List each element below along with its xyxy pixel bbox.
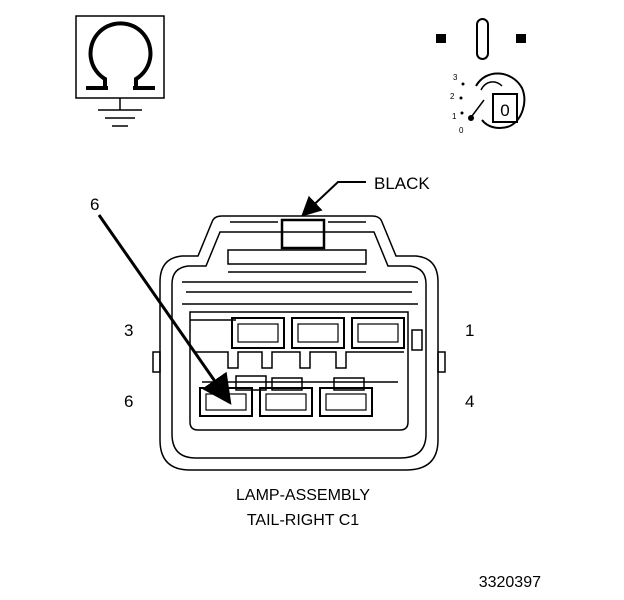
- terminal-row-bottom: [199, 387, 373, 417]
- connector-body: [152, 215, 446, 471]
- ignition-position-2: 2: [450, 92, 455, 101]
- pin-label-bottom-left: 6: [124, 392, 133, 411]
- ignition-position-3: 3: [453, 73, 458, 82]
- pin-label-top-left: 3: [124, 321, 133, 340]
- ohm-meter-icon: [75, 15, 165, 99]
- terminal-cavity-6: [199, 387, 253, 417]
- terminal-cavity: [291, 317, 345, 349]
- ignition-position-0: 0: [459, 126, 464, 135]
- ground-icon: [98, 98, 142, 127]
- terminal-cavity: [319, 387, 373, 417]
- ignition-key-label: 0: [500, 101, 509, 120]
- connector-color-callout: BLACK: [301, 174, 430, 217]
- probe-pin-label: 6: [90, 195, 99, 214]
- figure-number: 3320397: [479, 574, 541, 591]
- ignition-position-1: 1: [452, 112, 457, 121]
- probe-callout: 6: [90, 195, 232, 405]
- pin-label-top-right: 1: [465, 321, 474, 340]
- caption-line-2: TAIL-RIGHT C1: [247, 512, 359, 529]
- terminal-cavity: [351, 317, 405, 349]
- ignition-key-icon: 3 2 1 0 0: [436, 18, 526, 135]
- terminal-cavity: [231, 317, 285, 349]
- caption-line-1: LAMP-ASSEMBLY: [236, 487, 370, 504]
- pin-label-bottom-right: 4: [465, 392, 474, 411]
- terminal-cavity: [259, 387, 313, 417]
- terminal-row-top: [231, 317, 405, 349]
- connector-color-label: BLACK: [374, 174, 430, 193]
